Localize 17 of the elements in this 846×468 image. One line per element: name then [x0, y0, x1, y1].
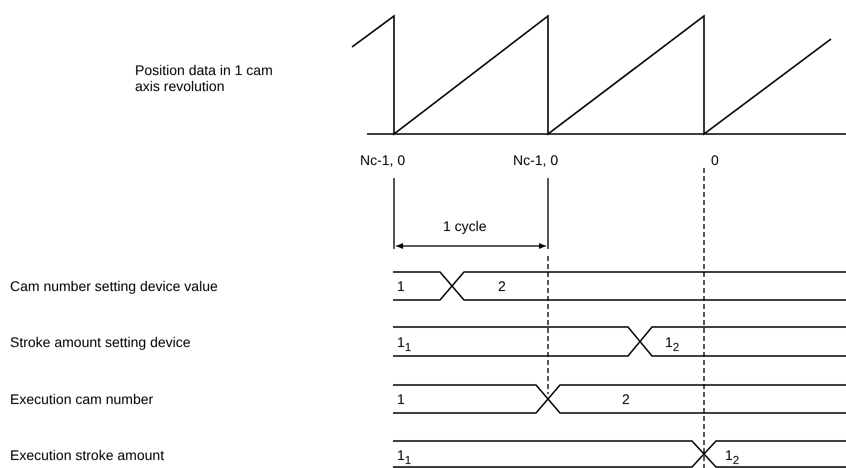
- signal-value: 1$_{2}$: [665, 334, 680, 356]
- signal-label: Execution stroke amount: [10, 447, 164, 463]
- waveform-label: Position data in 1 cam axis revolution: [135, 62, 274, 94]
- signal-value: 1: [397, 278, 405, 294]
- axis-tick-label: 0: [711, 152, 719, 168]
- signal-label: Stroke amount setting device: [10, 334, 191, 350]
- axis-tick-label: Nc-1, 0: [360, 152, 406, 168]
- dimension-label: 1 cycle: [443, 218, 487, 234]
- signal-label: Cam number setting device value: [10, 278, 218, 294]
- signal-value: 1$_{1}$: [397, 447, 412, 468]
- signal-value: 1$_{1}$: [397, 334, 412, 356]
- signal-label: Execution cam number: [10, 391, 154, 407]
- axis-tick-label: Nc-1, 0: [513, 152, 558, 168]
- signal-value: 2: [498, 278, 506, 294]
- signal-value: 1$_{2}$: [725, 447, 740, 468]
- signal-value: 1: [397, 391, 405, 407]
- signal-value: 2: [622, 391, 630, 407]
